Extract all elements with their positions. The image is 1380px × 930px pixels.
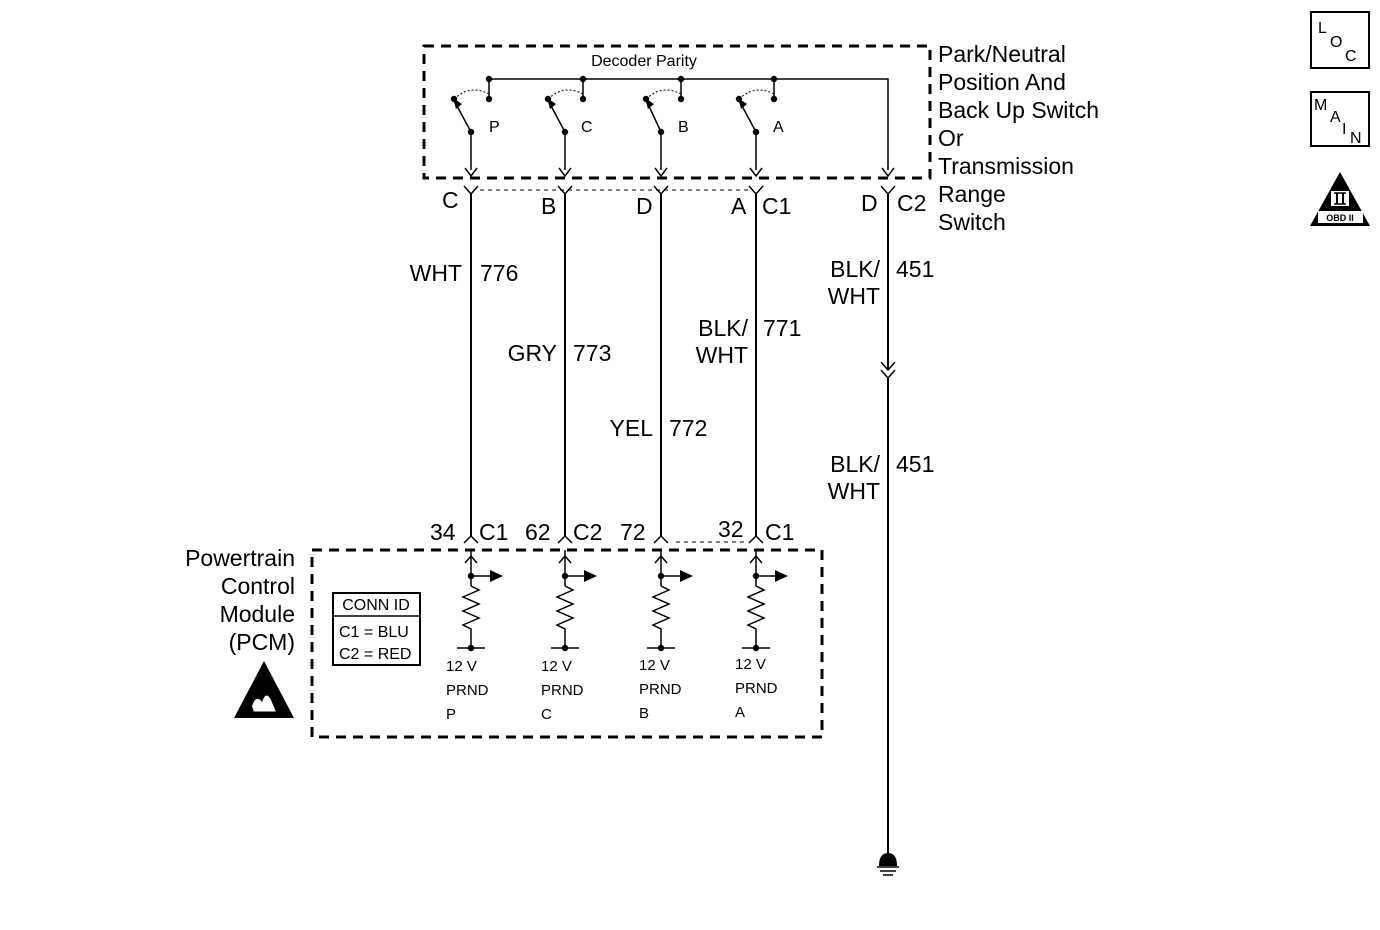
loc-icon[interactable]: L O C: [1310, 11, 1370, 69]
switch-b-label: B: [678, 119, 689, 136]
pcm-input-c: 12 V PRND C: [541, 550, 597, 723]
svg-text:I: I: [1342, 121, 1346, 138]
pcm-pin-72: 72: [620, 519, 646, 545]
wire-451-circuit-upper: 451: [896, 256, 934, 282]
svg-text:PRND: PRND: [541, 682, 584, 699]
svg-text:A: A: [735, 704, 745, 721]
wire-772-circuit: 772: [669, 415, 707, 441]
connector-pin-d: D: [636, 193, 653, 219]
esd-warning-icon: [234, 661, 294, 718]
svg-text:Back Up Switch: Back Up Switch: [938, 97, 1099, 123]
connector-c2-id: C2: [897, 190, 926, 216]
switch-name: Park/Neutral Position And Back Up Switch…: [938, 41, 1099, 235]
switch-c-label: C: [581, 119, 593, 136]
conn-id-title: CONN ID: [342, 597, 410, 614]
common-bus-arrow: [881, 167, 895, 178]
pcm-input-a: 12 V PRND A: [735, 550, 788, 721]
svg-text:B: B: [639, 705, 649, 722]
wire-773-color: GRY: [508, 340, 557, 366]
inline-connector-top: [880, 361, 896, 372]
wire-451-color-lower-line2: WHT: [828, 478, 880, 504]
svg-text:M: M: [1314, 97, 1327, 114]
svg-text:C: C: [1345, 48, 1357, 65]
wire-776-circuit: 776: [480, 260, 518, 286]
svg-text:12 V: 12 V: [735, 656, 766, 673]
svg-text:Transmission: Transmission: [938, 153, 1074, 179]
pcm-pin-32-connector: C1: [765, 519, 794, 545]
ground-circuit: BLK/ WHT 451 BLK/ WHT 451: [828, 194, 934, 876]
wire-776-color: WHT: [410, 260, 462, 286]
obd-ii-label: OBD II: [1326, 213, 1354, 223]
svg-text:PRND: PRND: [735, 680, 778, 697]
wire-772-color: YEL: [610, 415, 654, 441]
connector-pin-d-ground: D: [861, 190, 878, 216]
main-icon[interactable]: M A I N: [1310, 91, 1370, 147]
svg-text:12 V: 12 V: [639, 657, 670, 674]
svg-text:(PCM): (PCM): [229, 629, 295, 655]
switch-a-label: A: [773, 119, 784, 136]
pcm-outline: [310, 548, 824, 739]
svg-text:Park/Neutral: Park/Neutral: [938, 41, 1066, 67]
switch-p-label: P: [489, 119, 500, 136]
svg-text:PRND: PRND: [639, 681, 682, 698]
wire-771-circuit: 771: [763, 315, 801, 341]
pcm-pin-32: 32: [718, 516, 744, 542]
svg-text:O: O: [1330, 34, 1342, 51]
svg-text:Position And: Position And: [938, 69, 1066, 95]
wire-773-circuit: 773: [573, 340, 611, 366]
svg-text:Control: Control: [221, 573, 295, 599]
pcm-name: Powertrain Control Module (PCM): [185, 545, 295, 655]
svg-text:N: N: [1350, 130, 1362, 147]
svg-text:Switch: Switch: [938, 209, 1006, 235]
common-bus: [489, 78, 889, 170]
switch-assembly-outline: [422, 44, 932, 180]
switch-assembly: Decoder Parity P: [422, 41, 1099, 235]
svg-text:A: A: [1330, 109, 1341, 126]
svg-text:L: L: [1318, 20, 1327, 37]
conn-id-row-2: C2 = RED: [339, 646, 411, 663]
pcm-input-p: 12 V PRND P: [446, 550, 503, 723]
svg-text:12 V: 12 V: [541, 658, 572, 675]
svg-text:C: C: [541, 706, 552, 723]
conn-id-table: CONN ID C1 = BLU C2 = RED: [332, 592, 421, 666]
switch-p: P: [450, 75, 500, 178]
ground-icon: [877, 853, 899, 876]
wire-451-color-upper-line1: BLK/: [830, 256, 880, 282]
wire-451-color-upper-line2: WHT: [828, 283, 880, 309]
pcm-input-b: 12 V PRND B: [639, 550, 693, 722]
inline-connector-bottom: [880, 369, 896, 380]
wire-771-color-line1: BLK/: [698, 315, 748, 341]
pcm-pin-34: 34: [430, 519, 456, 545]
conn-id-row-1: C1 = BLU: [339, 624, 409, 641]
connector-pin-c: C: [442, 187, 459, 213]
svg-text:12 V: 12 V: [446, 658, 477, 675]
pcm-pin-34-connector: C1: [479, 519, 508, 545]
connector-pin-b: B: [541, 193, 556, 219]
svg-text:Module: Module: [220, 601, 295, 627]
connector-pin-a: A: [731, 193, 747, 219]
decoder-parity-label: Decoder Parity: [591, 53, 697, 70]
switch-c: C: [544, 75, 593, 178]
svg-text:PRND: PRND: [446, 682, 489, 699]
wires: WHT 776 GRY 773 YEL 772 BLK/ WHT 771: [410, 194, 801, 536]
wire-451-circuit-lower: 451: [896, 451, 934, 477]
switch-b: B: [642, 75, 689, 178]
svg-text:Range: Range: [938, 181, 1006, 207]
pcm-module: Powertrain Control Module (PCM) CONN ID …: [185, 545, 824, 739]
svg-text:P: P: [446, 706, 456, 723]
pcm-pin-62-connector: C2: [573, 519, 602, 545]
obd-ii-icon[interactable]: OBD II: [1310, 172, 1370, 226]
pcm-connector: 34 C1 62 C2 72 32 C1: [430, 516, 794, 545]
switch-connector: C B D A C1 D C2: [442, 185, 926, 219]
switch-a: A: [735, 75, 784, 178]
svg-text:Or: Or: [938, 125, 964, 151]
wire-771-color-line2: WHT: [696, 342, 748, 368]
connector-c1-id: C1: [762, 193, 791, 219]
pcm-pin-62: 62: [525, 519, 551, 545]
svg-text:Powertrain: Powertrain: [185, 545, 295, 571]
wire-451-color-lower-line1: BLK/: [830, 451, 880, 477]
